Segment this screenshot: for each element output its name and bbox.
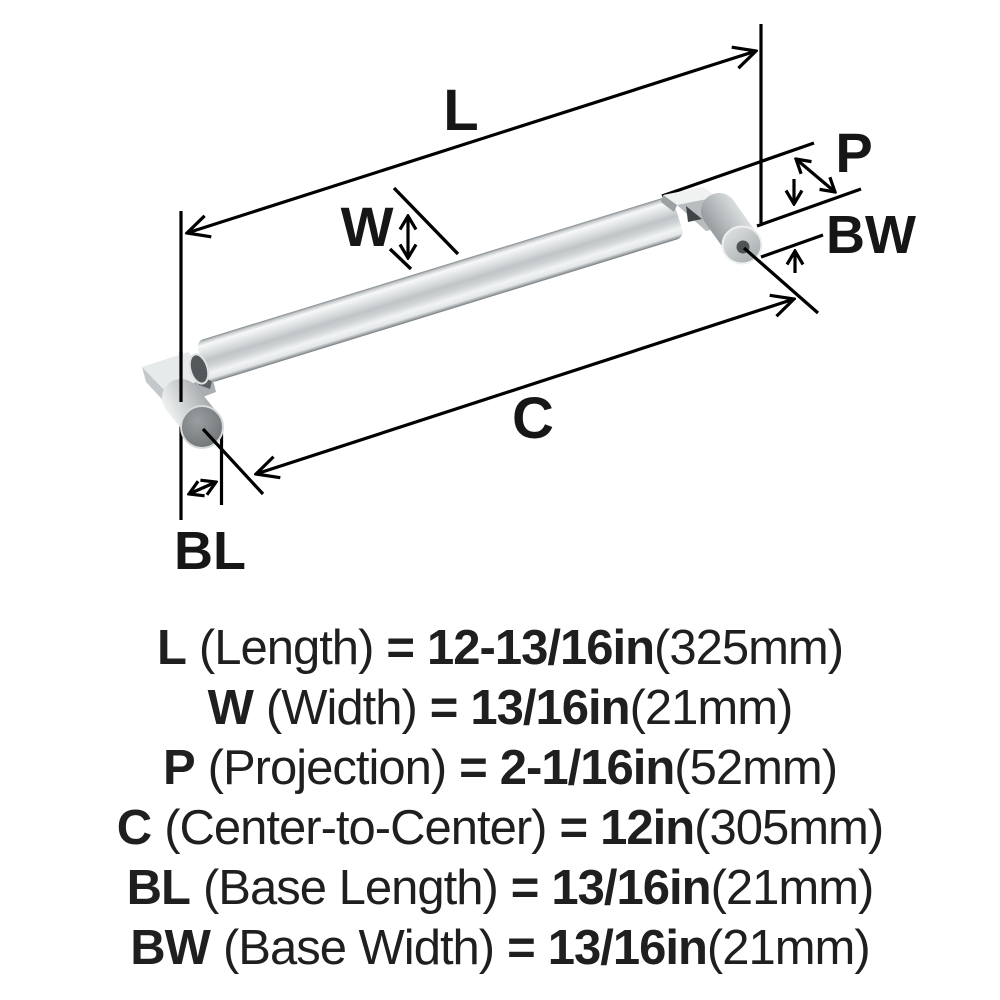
spec-imperial: 13/16in <box>551 861 711 915</box>
spec-metric: (305mm) <box>694 801 884 855</box>
label-center-to-center: C <box>512 386 554 451</box>
spec-metric: (21mm) <box>706 921 871 975</box>
spec-name: (Length) <box>198 621 375 675</box>
spec-row-width: W(Width)=13/16in(21mm) <box>0 678 1000 738</box>
spec-row-base-width: BW(Base Width)=13/16in(21mm) <box>0 918 1000 978</box>
dimension-arrow-projection <box>796 159 835 192</box>
spec-list: L(Length)=12-13/16in(325mm) W(Width)=13/… <box>0 618 1000 978</box>
right-foot-edge-face <box>661 195 677 212</box>
spec-equals: = <box>510 861 540 915</box>
spec-name: (Center-to-Center) <box>164 801 547 855</box>
spec-metric: (21mm) <box>629 681 794 735</box>
spec-metric: (325mm) <box>654 621 844 675</box>
spec-imperial: 12in <box>600 801 695 855</box>
base-width-line-bottom <box>760 233 824 259</box>
spec-label: L <box>156 621 187 675</box>
spec-equals: = <box>459 741 488 795</box>
handle-bar-tube <box>197 197 683 382</box>
spec-equals: = <box>559 801 588 855</box>
handle-dimension-drawing: L W P BW C BL <box>142 24 916 581</box>
tube-end-opening <box>188 353 210 385</box>
spec-label: P <box>162 741 196 795</box>
dimension-line-length <box>187 51 756 233</box>
spec-label: BL <box>126 861 191 915</box>
right-foot-notch <box>686 206 702 222</box>
spec-equals: = <box>386 621 415 675</box>
spec-equals: = <box>429 681 459 735</box>
spec-metric: (21mm) <box>710 861 875 915</box>
spec-label: W <box>207 681 254 735</box>
label-base-width: BW <box>826 205 916 265</box>
spec-name: (Base Width) <box>222 921 495 975</box>
center-extension-right <box>742 246 820 315</box>
spec-imperial: 13/16in <box>470 681 630 735</box>
spec-row-base-length: BL(Base Length)=13/16in(21mm) <box>0 858 1000 918</box>
spec-name: (Base Length) <box>202 861 499 915</box>
spec-imperial: 2-1/16in <box>499 741 675 795</box>
label-width: W <box>341 195 394 258</box>
spec-row-projection: P(Projection)=2-1/16in(52mm) <box>0 738 1000 798</box>
dimension-arrow-base-length <box>189 482 216 494</box>
base-width-line-top <box>756 187 862 228</box>
spec-name: (Width) <box>265 681 418 735</box>
spec-imperial: 12-13/16in <box>427 621 655 675</box>
spec-name: (Projection) <box>207 741 448 795</box>
spec-imperial: 13/16in <box>547 921 708 975</box>
label-projection: P <box>835 121 872 184</box>
spec-metric: (52mm) <box>674 741 838 795</box>
label-base-length: BL <box>174 521 246 581</box>
projection-line-top <box>661 141 815 198</box>
spec-label: BW <box>130 921 211 975</box>
right-foot-top-face <box>663 187 717 205</box>
label-length: L <box>443 78 478 143</box>
width-tick-top <box>392 186 460 256</box>
center-extension-left <box>201 427 265 496</box>
spec-row-length: L(Length)=12-13/16in(325mm) <box>0 618 1000 678</box>
spec-row-center-to-center: C(Center-to-Center)=12in(305mm) <box>0 798 1000 858</box>
dimension-line-center-to-center <box>256 299 794 474</box>
spec-equals: = <box>507 921 536 975</box>
spec-label: C <box>116 801 152 855</box>
